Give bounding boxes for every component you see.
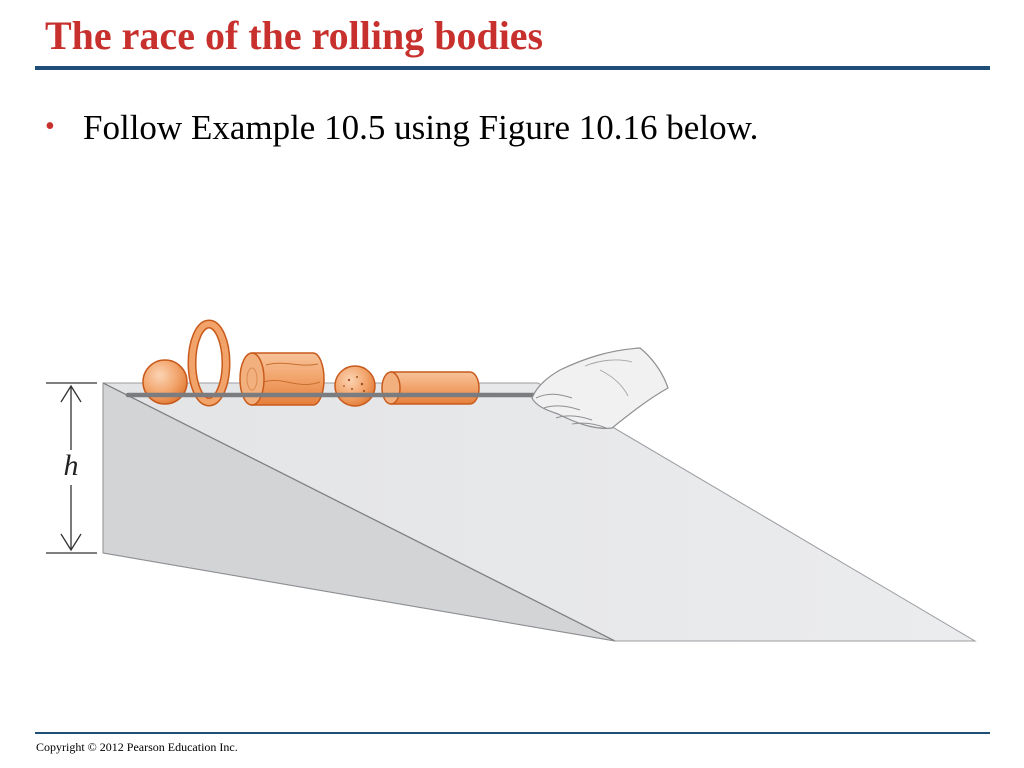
bullet-item: • Follow Example 10.5 using Figure 10.16 … xyxy=(45,104,758,151)
hand-illustration xyxy=(531,347,669,429)
title-divider xyxy=(35,66,990,70)
small-sphere xyxy=(334,365,376,407)
solid-sphere xyxy=(142,359,188,405)
height-label: h xyxy=(64,449,79,482)
footer-divider xyxy=(35,732,990,734)
ramp-bottom-edge xyxy=(102,552,616,642)
bullet-text: Follow Example 10.5 using Figure 10.16 b… xyxy=(83,108,759,147)
slide-title: The race of the rolling bodies xyxy=(45,13,544,58)
long-cylinder xyxy=(381,371,480,405)
bullet-marker: • xyxy=(45,111,55,142)
ramp-edge xyxy=(102,382,616,642)
copyright-text: Copyright © 2012 Pearson Education Inc. xyxy=(36,740,238,754)
height-dimension xyxy=(46,382,97,554)
solid-cylinder xyxy=(239,352,325,406)
hoop xyxy=(187,319,231,407)
